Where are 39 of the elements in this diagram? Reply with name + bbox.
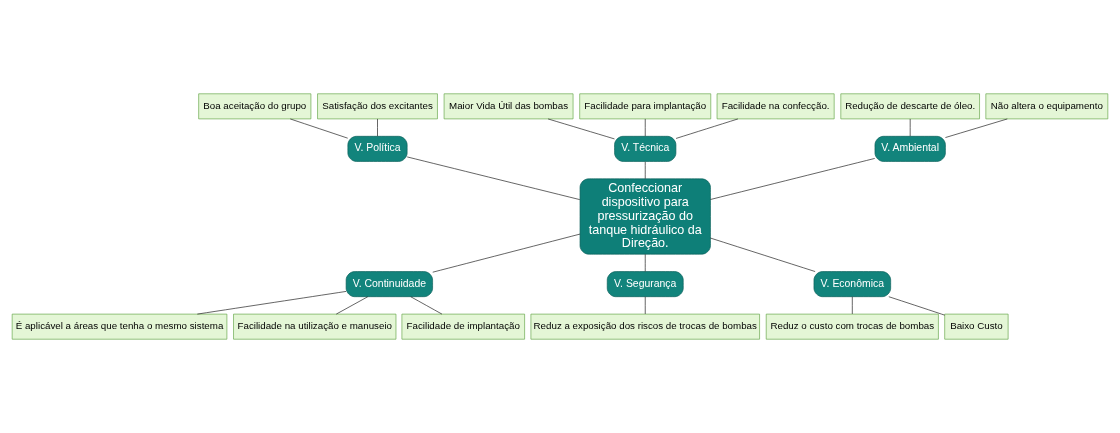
connector xyxy=(197,291,347,315)
node-box: Boa aceitação do grupo xyxy=(198,93,312,120)
connector xyxy=(710,237,816,272)
connector xyxy=(945,118,1008,138)
node-box: Baixo Custo xyxy=(944,313,1009,340)
connector xyxy=(675,118,739,139)
connector xyxy=(888,296,946,316)
node-box: Reduz a exposição dos riscos de trocas de bombas xyxy=(530,313,760,340)
node-box: V. Política xyxy=(347,135,408,162)
node-box: V. Técnica xyxy=(614,135,677,162)
node-box: Facilidade na confecção. xyxy=(716,93,835,120)
connector xyxy=(851,296,853,315)
node-box: Confeccionar dispositivo para pressurização do tanque hidráulico da Direção. xyxy=(579,178,711,255)
connector xyxy=(644,161,646,180)
connector xyxy=(335,296,369,315)
node-box: Maior Vida Útil das bombas xyxy=(443,93,574,120)
node-box: Reduz o custo com trocas de bombas xyxy=(765,313,939,340)
node-box: V. Continuidade xyxy=(345,271,433,298)
node-box: Redução de descarte de óleo. xyxy=(840,93,980,120)
node-box: Não altera o equipamento xyxy=(985,93,1109,120)
connector xyxy=(377,118,378,137)
node-box: Facilidade na utilização e manuseio xyxy=(233,313,397,340)
connector xyxy=(410,296,443,315)
connector xyxy=(909,118,911,137)
connector xyxy=(432,233,581,273)
connector xyxy=(644,253,646,272)
node-box: Facilidade para implantação xyxy=(579,93,712,120)
connector xyxy=(644,118,646,137)
connector xyxy=(644,296,646,315)
connector xyxy=(547,118,615,140)
node-box: Satisfação dos excitantes xyxy=(317,93,438,120)
connector xyxy=(289,118,349,139)
node-box: V. Econômica xyxy=(813,271,891,298)
connector xyxy=(406,156,581,200)
node-box: É aplicável a áreas que tenha o mesmo sistema xyxy=(11,313,228,340)
connector xyxy=(710,158,876,200)
node-box: V. Ambiental xyxy=(874,135,946,162)
node-box: V. Segurança xyxy=(606,271,684,298)
node-box: Facilidade de implantação xyxy=(401,313,525,340)
